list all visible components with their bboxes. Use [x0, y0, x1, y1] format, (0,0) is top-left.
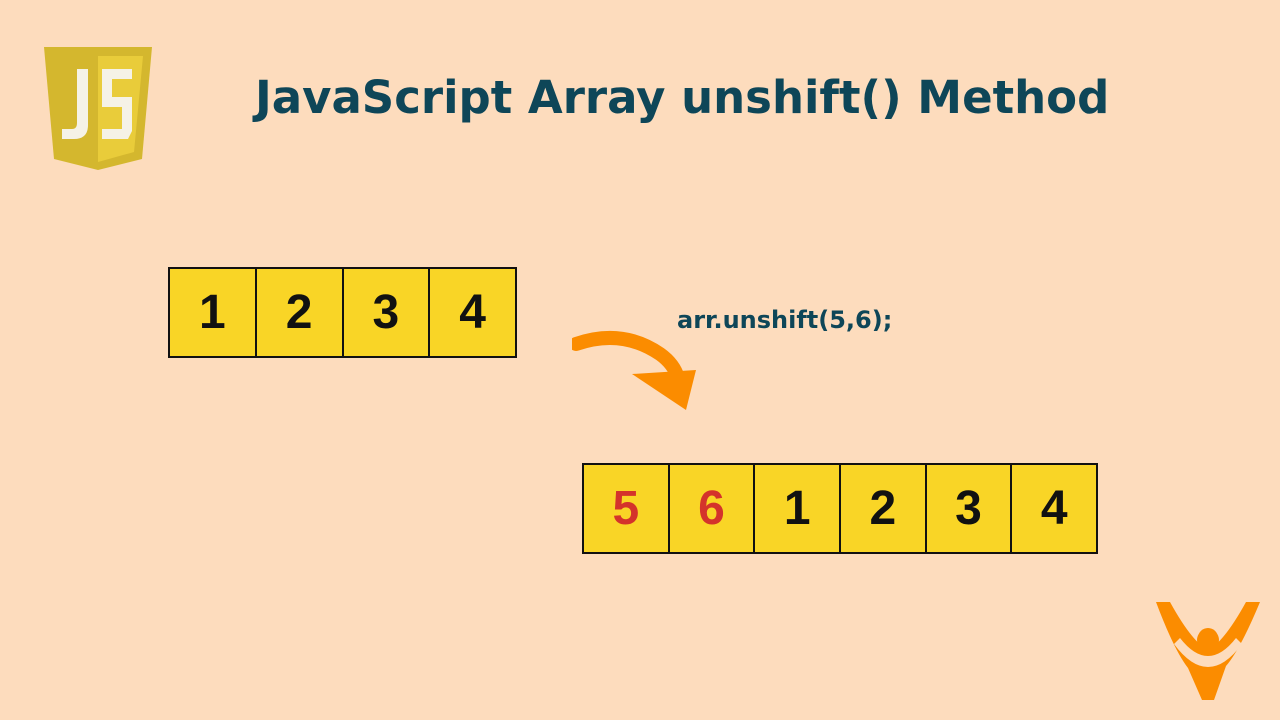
array-cell-added: 5 — [612, 482, 640, 535]
array-cell: 1 — [753, 465, 839, 552]
array-cell: 3 — [341, 269, 429, 356]
array-cell: 4 — [1010, 465, 1096, 552]
result-array: 5 6 1 2 3 4 — [582, 463, 1098, 554]
method-call-label: arr.unshift(5,6); — [677, 306, 893, 334]
array-cell: 2 — [254, 269, 342, 356]
page-title: JavaScript Array unshift() Method — [255, 71, 1110, 124]
array-cell: 2 — [839, 465, 925, 552]
curved-arrow-icon — [572, 330, 696, 410]
array-cell: 4 — [428, 269, 515, 356]
original-array: 1 2 3 4 — [168, 267, 517, 358]
array-cell-added: 6 — [667, 465, 754, 552]
javascript-logo — [44, 47, 152, 170]
array-cell: 3 — [924, 465, 1011, 552]
brand-person-logo — [1156, 602, 1260, 700]
array-cell: 1 — [199, 286, 226, 339]
